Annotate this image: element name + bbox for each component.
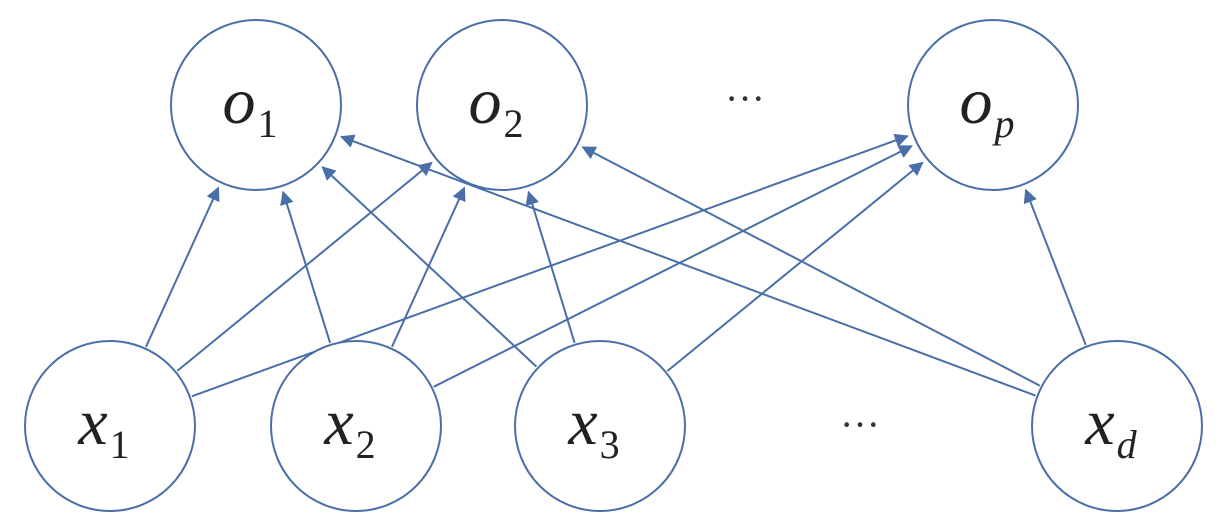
output-node-label: o1 (223, 65, 278, 146)
edge-x3-to-op (666, 161, 924, 372)
input-node-circle (514, 340, 686, 512)
input-node-circle (270, 340, 442, 512)
input-node-xd: xd (1031, 340, 1203, 512)
edge-xd-to-op (1023, 188, 1087, 346)
input-node-x2: x2 (270, 340, 442, 512)
output-ellipsis: ··· (725, 76, 765, 121)
input-node-label: x2 (323, 386, 375, 467)
input-node-label: x1 (77, 386, 129, 467)
edge-x2-to-o1 (280, 190, 332, 344)
output-node-op: op (907, 19, 1079, 191)
input-node-label: xd (1084, 386, 1137, 467)
input-node-circle (1031, 340, 1203, 512)
output-node-o1: o1 (170, 19, 342, 191)
edge-x3-to-o1 (321, 166, 538, 368)
edge-xd-to-o2 (581, 146, 1041, 387)
input-ellipsis: ··· (840, 402, 880, 447)
edge-x1-to-o2 (176, 161, 433, 372)
output-node-circle (170, 19, 342, 191)
edge-xd-to-o1 (339, 134, 1036, 397)
output-node-circle (907, 19, 1079, 191)
edge-x3-to-o2 (525, 190, 576, 344)
edge-x2-to-o2 (391, 186, 466, 348)
output-node-label: op (960, 65, 1015, 146)
input-node-x3: x3 (514, 340, 686, 512)
output-node-label: o2 (469, 65, 524, 146)
output-node-circle (416, 19, 588, 191)
input-node-x1: x1 (24, 340, 196, 512)
edge-x1-to-o1 (145, 186, 220, 348)
input-node-circle (24, 340, 196, 512)
input-node-label: x3 (567, 386, 619, 467)
nodes-layer: o1 o2 op x1 x2 x3 xd (24, 19, 1203, 512)
output-node-o2: o2 (416, 19, 588, 191)
edge-x2-to-op (433, 145, 913, 388)
